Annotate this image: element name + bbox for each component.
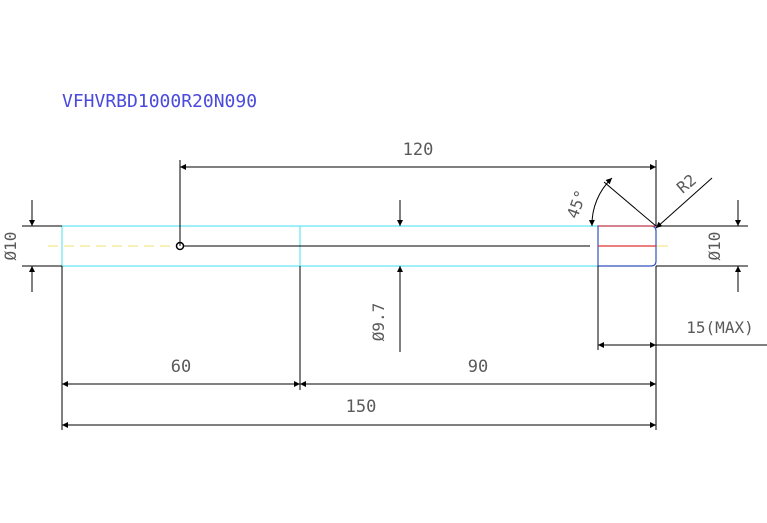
tip-section bbox=[597, 225, 657, 267]
dim-dia-left-label: Ø10 bbox=[1, 232, 20, 261]
dim-60-label: 60 bbox=[171, 357, 191, 377]
dim-120 bbox=[179, 160, 657, 246]
dim-60 bbox=[61, 266, 301, 430]
dim-dia-left bbox=[22, 200, 62, 292]
dim-150-label: 150 bbox=[346, 397, 377, 417]
dim-radius bbox=[655, 177, 713, 229]
dim-dia-right-label: Ø10 bbox=[705, 232, 724, 261]
dim-90 bbox=[300, 266, 657, 430]
dim-120-label: 120 bbox=[403, 140, 434, 160]
dim-tip-length-label: 15(MAX) bbox=[686, 318, 753, 337]
part-code-title: VFHVRBD1000R20N090 bbox=[62, 91, 257, 112]
dim-angle bbox=[588, 177, 657, 227]
dim-tip-length bbox=[597, 266, 767, 350]
dim-dia-mid-label: Ø9.7 bbox=[369, 303, 388, 342]
dim-90-label: 90 bbox=[468, 357, 488, 377]
dim-dia-right bbox=[656, 200, 748, 292]
